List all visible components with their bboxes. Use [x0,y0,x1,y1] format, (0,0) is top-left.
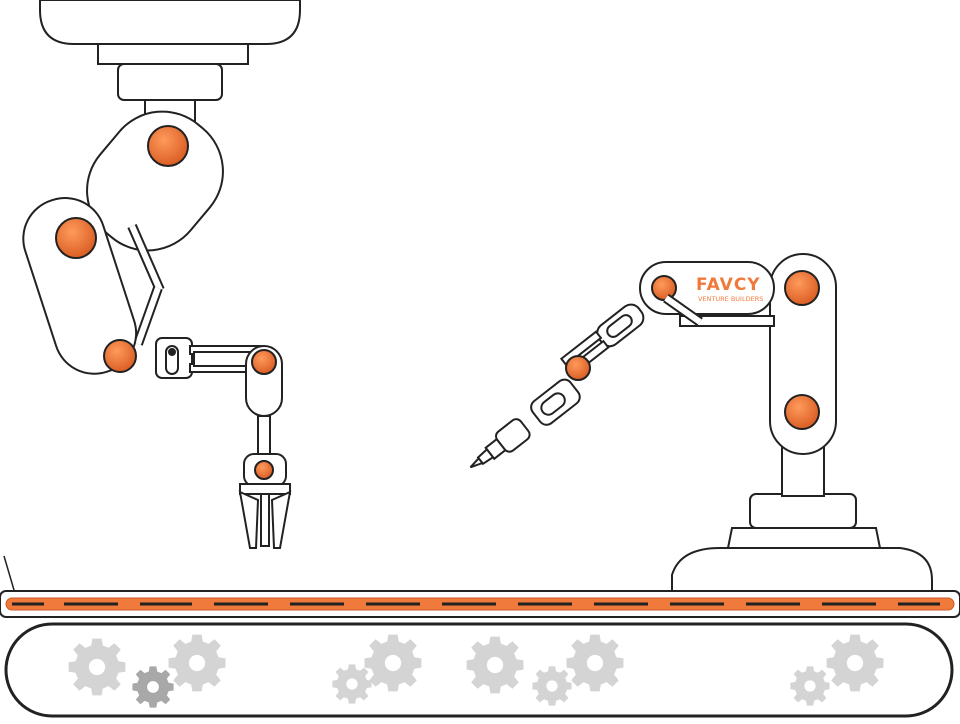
gear-icon [466,636,524,694]
gear-icon [68,638,126,696]
robot-arm-floor [469,253,933,593]
brand-tagline: VENTURE BUILDERS [698,295,763,303]
gear-icon [132,666,174,708]
gripper-claw [238,453,292,549]
joint-tower-top [784,270,820,306]
gear-icon [826,634,884,692]
joint-arm-shoulder [651,275,677,301]
gear-icon [566,634,624,692]
joint-elbow [55,217,97,259]
gear-icon [790,666,830,706]
joint-tower-bottom [784,394,820,430]
gear-icon [168,634,226,692]
robot-arm-ceiling [22,0,301,549]
ceiling-mount [39,0,301,45]
joint-arm-elbow [565,355,591,381]
joint-shoulder [147,125,189,167]
robot-base [671,547,933,593]
gear-icon [532,666,572,706]
screwdriver-tool [469,418,531,469]
brand-logo-text: FAVCY [696,275,761,295]
gear-icon [332,664,372,704]
joint-wrist [103,339,137,373]
gear-icon [364,634,422,692]
joint-forearm [251,349,277,375]
